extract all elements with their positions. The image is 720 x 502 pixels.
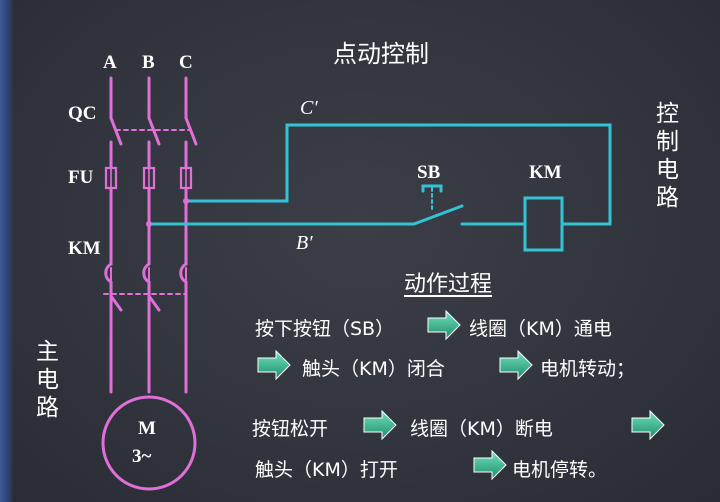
arrow-right-icon <box>363 409 397 441</box>
motor-type-label: 3~ <box>132 446 152 467</box>
process-line1-b: 线圈（KM）通电 <box>469 318 612 340</box>
junction-b <box>146 221 152 227</box>
process-line4-a: 触头（KM）打开 <box>255 459 398 481</box>
process-line4-b: 电机停转。 <box>512 459 608 481</box>
phase-a-label: A <box>103 52 117 73</box>
control-circuit-label: 控制电路 <box>656 101 679 211</box>
process-line2-a: 触头（KM）闭合 <box>302 358 445 380</box>
process-line3-a: 按钮松开 <box>252 418 329 440</box>
process-line2-b: 电机转动； <box>540 358 636 380</box>
qc-blade-c <box>184 116 198 146</box>
slide-edge-decoration <box>0 0 14 502</box>
process-heading: 动作过程 <box>404 272 493 297</box>
arrow-right-icon <box>427 309 461 341</box>
main-circuit-label: 主电路 <box>36 339 59 421</box>
km-contact-b <box>142 262 151 284</box>
process-line3-b: 线圈（KM）断电 <box>410 418 553 440</box>
wire-c-prime <box>184 123 612 226</box>
arrow-right-icon <box>473 449 507 481</box>
arrow-right-icon <box>499 349 533 381</box>
fu-label: FU <box>68 167 94 188</box>
motor-name-label: M <box>138 418 156 439</box>
arrow-right-icon <box>631 409 665 441</box>
sb-button-head <box>421 184 443 193</box>
km-main-label: KM <box>68 238 101 259</box>
km-contact-c <box>179 262 188 284</box>
node-c-prime-label: C′ <box>300 97 318 119</box>
sb-contact <box>412 204 464 226</box>
junction-c <box>183 198 189 204</box>
qc-blade-b <box>147 116 161 146</box>
motor-circle <box>101 395 197 491</box>
diagram-title: 点动控制 <box>333 40 429 68</box>
km-coil-rect <box>523 196 564 252</box>
arrow-right-icon <box>257 349 291 381</box>
km-contact-a <box>104 262 113 284</box>
process-line1-a: 按下按钮（SB） <box>255 318 395 340</box>
control-circuit <box>147 123 612 252</box>
qc-label: QC <box>68 103 97 124</box>
sb-label: SB <box>417 162 441 183</box>
main-circuit <box>101 76 198 491</box>
km-coil-label: KM <box>529 162 562 183</box>
phase-b-label: B <box>142 52 155 73</box>
node-b-prime-label: B′ <box>296 232 313 254</box>
phase-c-label: C <box>179 52 193 73</box>
